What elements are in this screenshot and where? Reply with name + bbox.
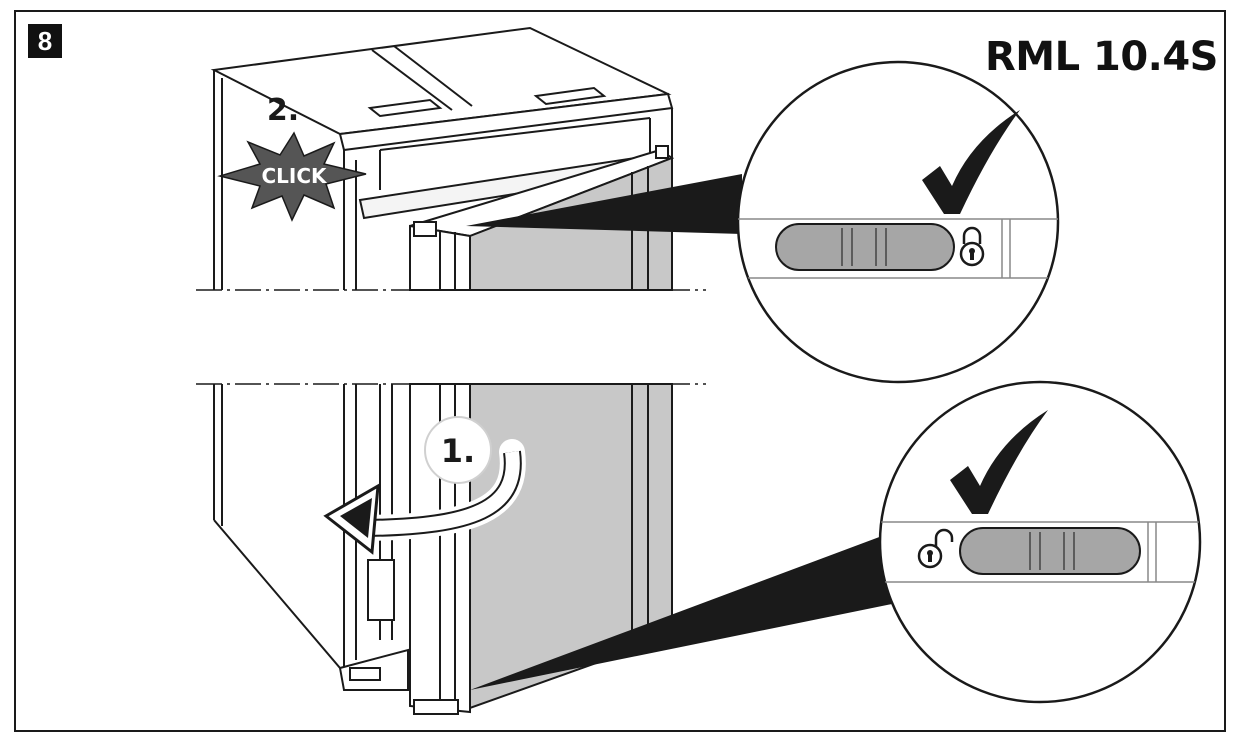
step1-label: 1. — [441, 432, 475, 470]
check-icon — [950, 410, 1048, 514]
check-icon — [922, 110, 1020, 214]
click-burst-icon: CLICK — [217, 131, 367, 222]
lock-closed-icon — [959, 226, 985, 267]
detail-circle-locked — [736, 60, 1060, 384]
step1-marker: 1. — [424, 416, 492, 484]
lock-slider — [959, 527, 1141, 575]
step2-label: 2. — [267, 93, 299, 128]
lock-slider — [775, 223, 955, 271]
click-label: CLICK — [261, 164, 328, 188]
detail-circle-unlocked — [878, 380, 1202, 704]
curved-arrow-icon — [323, 439, 526, 555]
step-number-badge: 8 — [28, 24, 62, 58]
callout-wedge-bottom — [470, 536, 892, 690]
lock-open-icon — [917, 528, 954, 569]
figure-frame — [14, 10, 1226, 732]
appliance-upper-body — [210, 26, 674, 290]
callout-wedge-top — [466, 174, 742, 234]
model-name: RML 10.4S — [984, 34, 1219, 80]
